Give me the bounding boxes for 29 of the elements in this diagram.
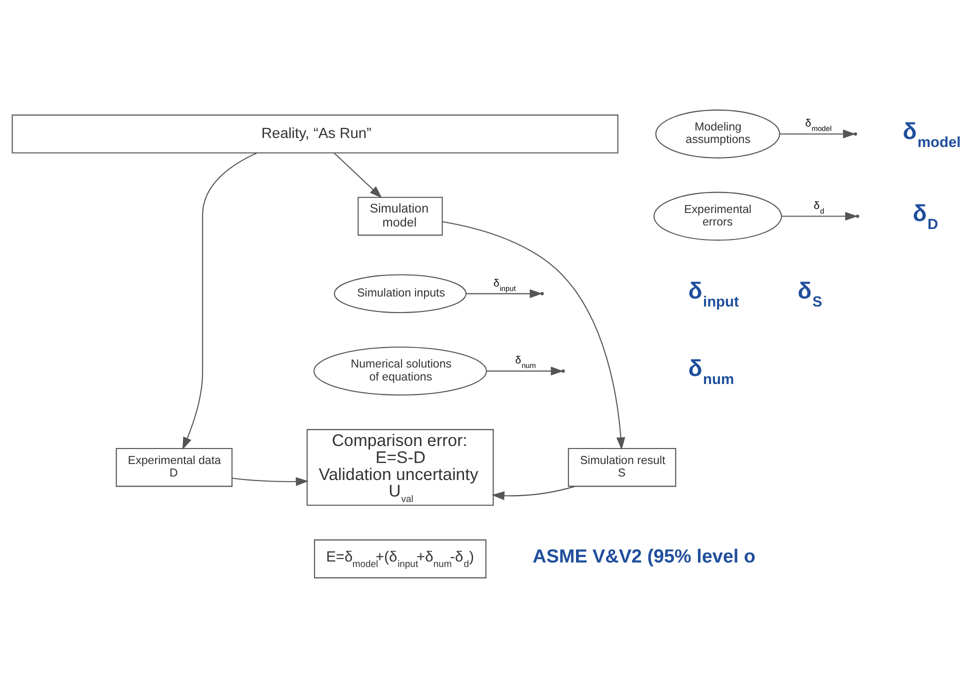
edge-label: δ$_{model}$ <box>805 117 832 133</box>
edge-label: δ$_{num}$ <box>515 354 536 370</box>
arrow <box>492 485 575 500</box>
label: δ$_{model}$ <box>902 117 961 150</box>
node-ellipse: Modeling assumptions <box>655 109 780 158</box>
arrow <box>466 288 542 298</box>
arrow <box>780 129 856 138</box>
node-ellipse: Experimental errors <box>653 191 782 240</box>
node-box: Simulation model <box>358 196 443 236</box>
arrow <box>782 211 858 220</box>
edge-label: δ$_{input}$ <box>494 276 516 292</box>
label: ASME V&V2 (95% level o <box>532 546 756 567</box>
label: δ$_{input}$ <box>688 277 739 310</box>
node-box: Simulation result S <box>568 447 676 486</box>
node-box: Experimental data D <box>116 447 233 486</box>
edge-label: δ$_{d}$ <box>814 199 824 215</box>
label: δ$_{num}$ <box>688 354 734 388</box>
arrow <box>232 476 308 486</box>
label: δ$_{D}$ <box>912 200 938 233</box>
node-box: Comparison error: E=S-D Validation uncertainty U$_{val}$ <box>306 428 494 506</box>
arrow <box>442 220 626 450</box>
arrow <box>334 152 382 198</box>
label: δ$_{S}$ <box>798 277 822 310</box>
arrow <box>182 152 258 450</box>
node-box: Reality, “As Run” <box>12 114 618 153</box>
arrow <box>486 366 564 375</box>
node-box: E=δ$_{model}$+(δ$_{input}$+δ$_{num}$-δ$_{d}$) <box>314 538 486 578</box>
node-ellipse: Numerical solutions of equations <box>313 346 487 396</box>
node-ellipse: Simulation inputs <box>334 274 467 313</box>
